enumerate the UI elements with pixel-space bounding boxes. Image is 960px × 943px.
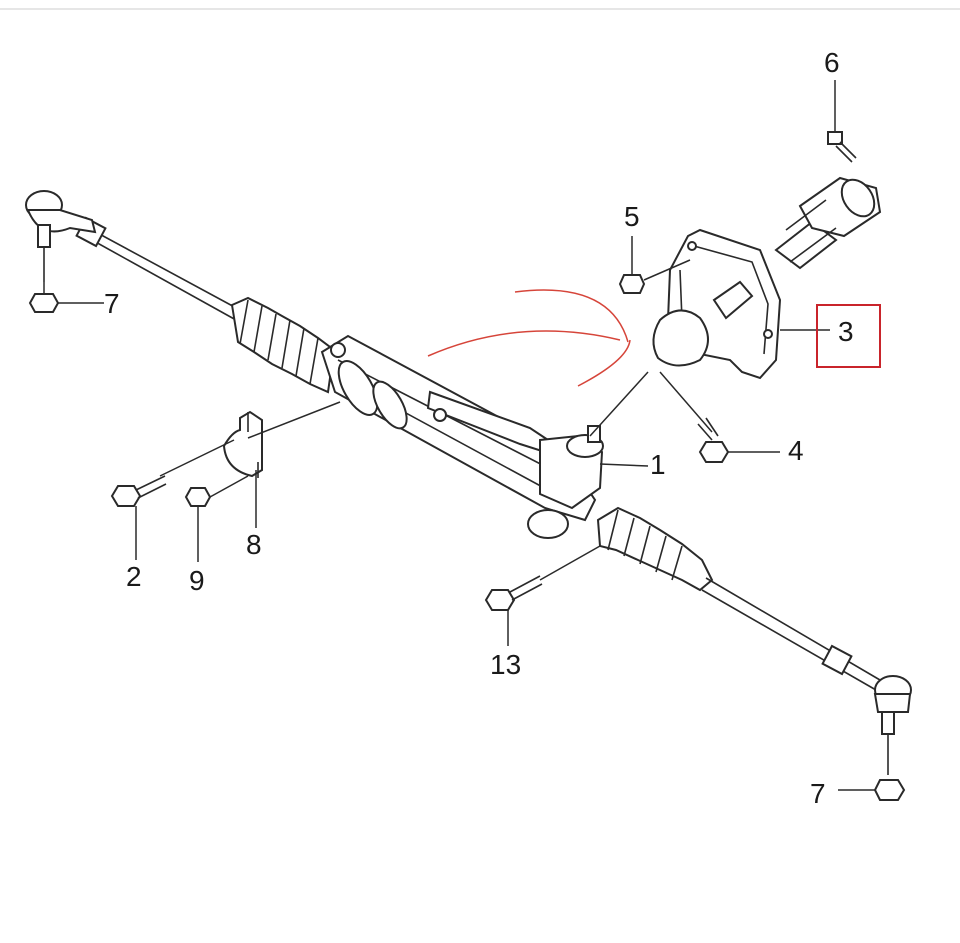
callout-7-left: 7 [104, 288, 120, 319]
mounting-clamp-8 [222, 410, 263, 478]
right-tie-rod [701, 577, 881, 691]
red-annotation-arrows [427, 289, 631, 387]
callout-9: 9 [189, 565, 205, 596]
left-tie-rod [75, 216, 241, 321]
left-nut [28, 293, 60, 313]
rack-housing [320, 334, 597, 522]
callout-3: 3 [838, 316, 854, 347]
top-divider [0, 8, 960, 10]
right-nut [873, 779, 906, 801]
callout-2: 2 [126, 561, 142, 592]
dash-seal-boot-assembly [652, 228, 782, 380]
universal-joint-shaft [774, 176, 882, 270]
right-tie-rod-end [873, 675, 912, 775]
pinch-bolt-6 [827, 131, 857, 163]
leader-lines [43, 80, 876, 791]
bolt-4 [697, 417, 730, 463]
left-tie-rod-end [25, 190, 97, 282]
callout-5: 5 [624, 201, 640, 232]
left-boot [230, 296, 336, 394]
right-boot [596, 506, 714, 592]
part-3-highlight-box [816, 304, 881, 368]
bolt-13 [484, 575, 543, 611]
nut-9 [184, 487, 212, 507]
nut-5 [618, 274, 646, 294]
bolt-2 [110, 475, 167, 507]
callout-6: 6 [824, 47, 840, 78]
callout-1: 1 [650, 449, 666, 480]
callout-7-right: 7 [810, 778, 826, 809]
callout-8: 8 [246, 529, 262, 560]
callout-4: 4 [788, 435, 804, 466]
callout-13: 13 [490, 649, 521, 680]
pinion-valve-housing [527, 425, 604, 539]
